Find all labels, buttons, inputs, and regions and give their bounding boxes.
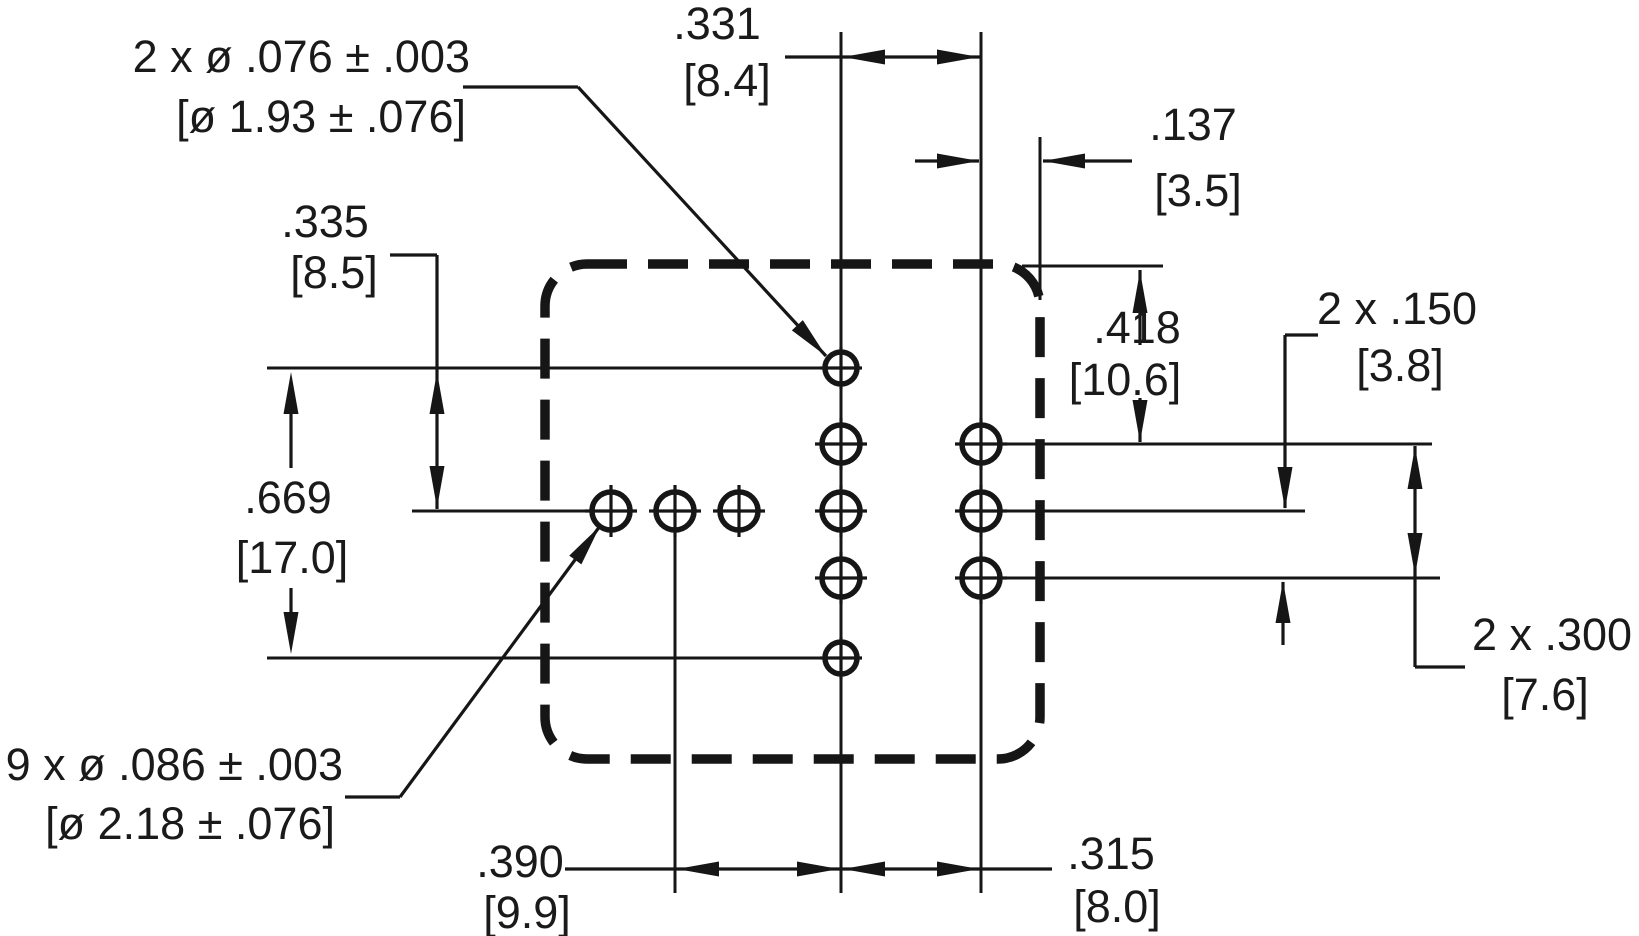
dim-150-inch: 2 x .150 (1317, 283, 1477, 334)
dim-669-inch: .669 (244, 472, 332, 523)
arrowhead (1407, 533, 1423, 575)
arrowhead (843, 49, 885, 65)
arrowhead (429, 466, 445, 508)
arrowhead (1132, 271, 1148, 313)
arrowhead (569, 526, 600, 565)
arrowhead (937, 153, 979, 169)
dim-390-inch: .390 (476, 836, 564, 887)
drawing-geometry (267, 32, 1465, 893)
arrowhead (843, 861, 885, 877)
dim-315-inch: .315 (1067, 828, 1155, 879)
dim-390-mm: [9.9] (483, 887, 571, 936)
arrowhead (283, 372, 299, 414)
dim-418-inch: .418 (1093, 302, 1181, 353)
dim-669-mm: [17.0] (236, 532, 349, 583)
dim-300-inch: 2 x .300 (1472, 609, 1632, 660)
dimension-line (576, 85, 828, 358)
dim-331-inch: .331 (673, 0, 761, 49)
arrowhead (1132, 400, 1148, 442)
dim-418-mm: [10.6] (1069, 354, 1182, 405)
dim-315-mm: [8.0] (1073, 881, 1161, 932)
dim-335-inch: .335 (281, 196, 369, 247)
dim-137-mm: [3.5] (1154, 165, 1242, 216)
arrowhead (791, 320, 826, 356)
dim-335-mm: [8.5] (290, 247, 378, 298)
small-hole-callout-mm: [ø 1.93 ± .076] (176, 91, 466, 142)
dim-137-inch: .137 (1149, 99, 1237, 150)
arrowhead (283, 612, 299, 654)
large-hole-callout-inch: 9 x ø .086 ± .003 (6, 739, 343, 790)
arrowhead (1043, 153, 1085, 169)
dim-150-mm: [3.8] (1356, 340, 1444, 391)
large-hole-callout-mm: [ø 2.18 ± .076] (45, 798, 335, 849)
dimension-line (398, 525, 602, 798)
dim-331-mm: [8.4] (683, 55, 771, 106)
small-hole-callout-inch: 2 x ø .076 ± .003 (133, 31, 470, 82)
arrowhead (1277, 467, 1293, 509)
arrowhead (937, 861, 979, 877)
arrowhead (1407, 447, 1423, 489)
dim-300-mm: [7.6] (1501, 669, 1589, 720)
arrowhead (797, 861, 839, 877)
drawing-labels: 2 x ø .076 ± .003 [ø 1.93 ± .076] .331 [… (6, 0, 1632, 936)
arrowhead (429, 372, 445, 414)
arrowhead (937, 49, 979, 65)
arrowhead (1275, 581, 1291, 623)
arrowhead (677, 861, 719, 877)
